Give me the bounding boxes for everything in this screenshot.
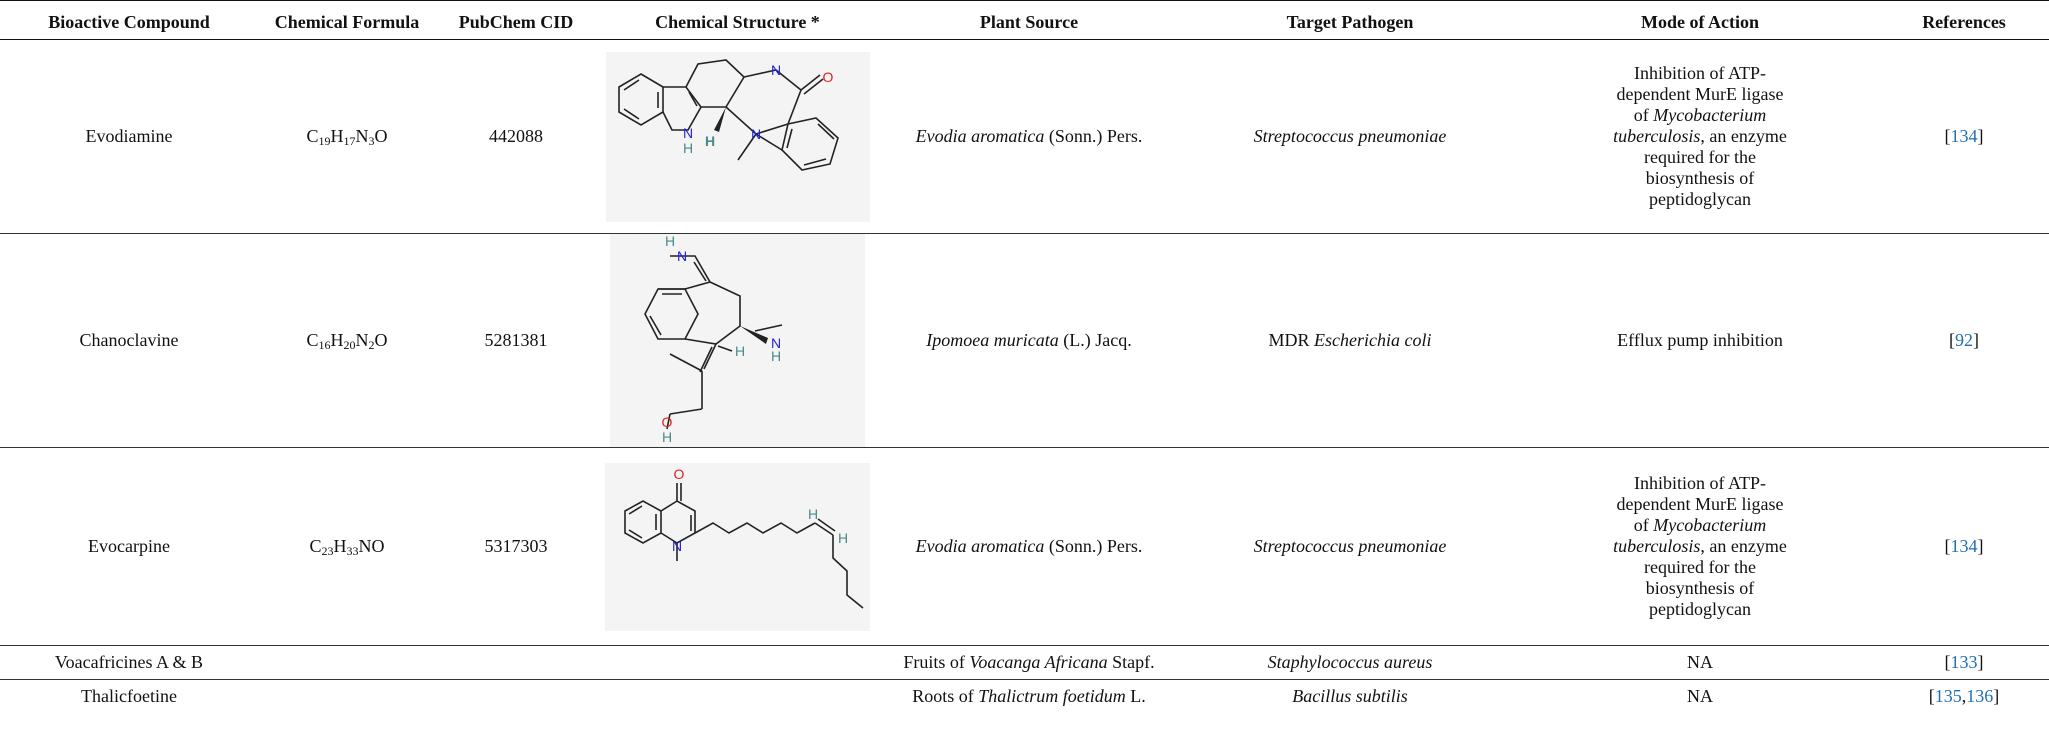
- evodiamine-structure-image: N H H N N O: [605, 51, 870, 222]
- svg-text:N: N: [672, 538, 682, 554]
- svg-text:O: O: [822, 69, 833, 85]
- chanoclavine-structure-image: H N N H H O H: [610, 234, 865, 447]
- references: [133]: [1879, 645, 2049, 680]
- mode-of-action: Inhibition of ATP-dependent MurE ligase …: [1521, 39, 1879, 234]
- references: [135,136]: [1928, 686, 2000, 706]
- svg-text:H: H: [838, 530, 848, 546]
- pubchem-cid: 442088: [436, 39, 596, 234]
- structure-cell: [596, 645, 879, 680]
- svg-text:O: O: [662, 414, 673, 430]
- svg-text:N: N: [771, 335, 781, 351]
- mode-of-action: NA: [1521, 645, 1879, 680]
- plant-source: Fruits of Voacanga Africana Stapf.: [879, 645, 1179, 680]
- structure-cell: H N N H H O H: [596, 233, 879, 448]
- svg-text:H: H: [808, 506, 818, 522]
- header-structure: Chemical Structure *: [596, 0, 879, 40]
- structure-cell: [596, 680, 879, 714]
- svg-text:H: H: [771, 348, 781, 364]
- header-plant-source: Plant Source: [879, 0, 1179, 40]
- compound-name: Evodiamine: [0, 39, 258, 234]
- reference-link[interactable]: 92: [1955, 330, 1973, 350]
- header-row: Bioactive Compound Chemical Formula PubC…: [0, 0, 2049, 40]
- reference-link[interactable]: 135: [1934, 686, 1962, 706]
- reference-link[interactable]: 133: [1950, 652, 1978, 672]
- atom-labels: N H H N N O: [682, 62, 833, 156]
- table-row: Evodiamine C19H17N3O 442088: [0, 39, 2049, 234]
- table-row: Evocarpine C23H33NO 5317303: [0, 447, 2049, 646]
- target-pathogen: MDR Escherichia coli: [1179, 233, 1521, 448]
- table-row: Chanoclavine C16H20N2O 5281381: [0, 233, 2049, 448]
- plant-source: Evodia aromatica (Sonn.) Pers.: [879, 447, 1179, 646]
- compound-table: Bioactive Compound Chemical Formula PubC…: [0, 0, 2049, 714]
- reference-link[interactable]: 134: [1950, 126, 1978, 146]
- header-cid: PubChem CID: [436, 0, 596, 40]
- target-pathogen: Streptococcus pneumoniae: [1179, 39, 1521, 234]
- reference-link[interactable]: 136: [1966, 686, 1994, 706]
- svg-text:O: O: [674, 466, 685, 482]
- compound-name: Voacafricines A & B: [0, 645, 258, 680]
- target-pathogen: Staphylococcus aureus: [1179, 645, 1521, 680]
- svg-text:N: N: [750, 126, 760, 142]
- atom-labels: O N H H: [672, 466, 848, 554]
- compound-name: Evocarpine: [0, 447, 258, 646]
- compound-name: Thalicfoetine: [81, 686, 177, 706]
- structure-cell: N H H N N O: [596, 39, 879, 234]
- target-pathogen: Bacillus subtilis: [1292, 686, 1408, 706]
- atom-labels: H N N H H O H: [662, 234, 782, 445]
- svg-text:H: H: [735, 343, 745, 359]
- pubchem-cid: [436, 645, 596, 680]
- header-formula: Chemical Formula: [258, 0, 436, 40]
- svg-text:H: H: [682, 140, 692, 156]
- svg-text:N: N: [770, 62, 780, 78]
- table-row: Thalicfoetine Roots of Thalictrum foetid…: [0, 680, 2049, 714]
- chemical-formula: [258, 645, 436, 680]
- plant-source: Roots of Thalictrum foetidum L.: [912, 686, 1146, 706]
- references: [92]: [1879, 233, 2049, 448]
- evocarpine-structure-image: O N H H: [605, 462, 870, 631]
- header-references: References: [1879, 0, 2049, 40]
- mode-of-action: NA: [1687, 686, 1713, 706]
- compound-name: Chanoclavine: [0, 233, 258, 448]
- header-mode-of-action: Mode of Action: [1521, 0, 1879, 40]
- target-pathogen: Streptococcus pneumoniae: [1179, 447, 1521, 646]
- pubchem-cid: 5317303: [436, 447, 596, 646]
- mode-of-action: Inhibition of ATP-dependent MurE ligase …: [1521, 447, 1879, 646]
- reference-link[interactable]: 134: [1950, 536, 1978, 556]
- svg-text:N: N: [682, 125, 692, 141]
- header-compound: Bioactive Compound: [0, 0, 258, 40]
- structure-cell: O N H H: [596, 447, 879, 646]
- pubchem-cid: 5281381: [436, 233, 596, 448]
- pubchem-cid: [436, 680, 596, 714]
- svg-text:H: H: [662, 429, 672, 445]
- table-row: Voacafricines A & B Fruits of Voacanga A…: [0, 645, 2049, 680]
- chemical-formula: C23H33NO: [258, 447, 436, 646]
- references: [134]: [1879, 39, 2049, 234]
- svg-text:N: N: [677, 248, 687, 264]
- svg-text:H: H: [665, 234, 675, 249]
- plant-source: Ipomoea muricata (L.) Jacq.: [879, 233, 1179, 448]
- header-target-pathogen: Target Pathogen: [1179, 0, 1521, 40]
- mode-of-action: Efflux pump inhibition: [1521, 233, 1879, 448]
- chemical-formula: [258, 680, 436, 714]
- svg-text:H: H: [704, 133, 714, 149]
- plant-source: Evodia aromatica (Sonn.) Pers.: [879, 39, 1179, 234]
- references: [134]: [1879, 447, 2049, 646]
- chemical-formula: C19H17N3O: [258, 39, 436, 234]
- chemical-formula: C16H20N2O: [258, 233, 436, 448]
